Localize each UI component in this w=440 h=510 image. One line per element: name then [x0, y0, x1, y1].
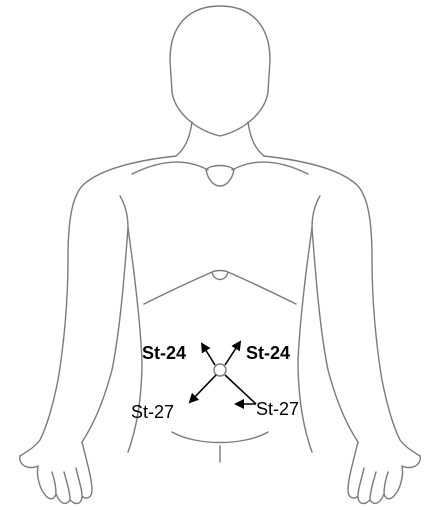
inner-arm-right — [312, 228, 358, 442]
sternal-notch — [206, 166, 234, 187]
inner-arm-left — [82, 228, 128, 442]
armpit-left — [120, 196, 128, 228]
neck-right — [248, 122, 264, 156]
arrow-lower-right-shaft — [225, 375, 256, 404]
neck-left — [176, 122, 192, 156]
label-st24-right: St-24 — [246, 343, 290, 363]
label-st27-right: St-27 — [256, 399, 299, 419]
armpit-right — [312, 196, 320, 228]
hand-left — [20, 442, 92, 503]
navel-marker — [214, 364, 226, 376]
arrow-upper-right — [225, 342, 240, 365]
label-st27-left: St-27 — [131, 402, 174, 422]
arrow-lower-left — [190, 375, 216, 402]
lower-abdomen-curve — [172, 432, 268, 443]
arrow-upper-left — [202, 344, 215, 365]
head-outline — [170, 6, 270, 136]
torso-side-right — [298, 228, 312, 452]
xiphoid — [212, 272, 228, 280]
label-st24-left: St-24 — [142, 343, 186, 363]
collarbone-left — [132, 162, 208, 174]
hand-right — [348, 442, 420, 503]
collarbone-right — [232, 162, 308, 174]
rib-cage-line — [144, 271, 296, 305]
body-outline — [20, 156, 420, 456]
